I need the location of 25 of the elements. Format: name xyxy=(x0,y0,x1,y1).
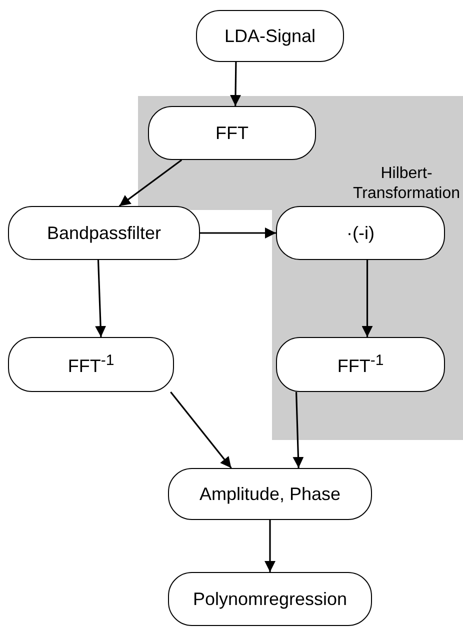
process-box xyxy=(8,206,200,260)
region-label: Hilbert-Transformation xyxy=(352,164,461,204)
arrow xyxy=(292,392,304,468)
arrow xyxy=(264,520,276,572)
process-box xyxy=(168,572,372,626)
arrow xyxy=(118,159,182,207)
box-label: Polynomregression xyxy=(192,588,348,610)
box-label: FFT xyxy=(216,122,248,144)
box-label: LDA-Signal xyxy=(224,26,316,46)
box-label: Bandpassfilter xyxy=(46,222,162,244)
box-label: ·(-i) xyxy=(346,222,374,244)
arrow xyxy=(95,260,106,338)
arrow xyxy=(230,62,241,106)
process-box xyxy=(8,337,174,392)
process-box xyxy=(148,106,316,160)
process-box xyxy=(276,206,445,260)
process-box xyxy=(196,10,344,62)
box-label: FFT$^{-1}$ xyxy=(337,352,384,377)
process-box xyxy=(276,337,445,392)
arrow xyxy=(362,260,373,337)
box-label: FFT$^{-1}$ xyxy=(68,352,114,377)
box-label: Amplitude, Phase xyxy=(199,484,341,504)
arrow xyxy=(200,228,276,238)
arrow xyxy=(170,392,232,468)
process-box xyxy=(168,468,372,520)
